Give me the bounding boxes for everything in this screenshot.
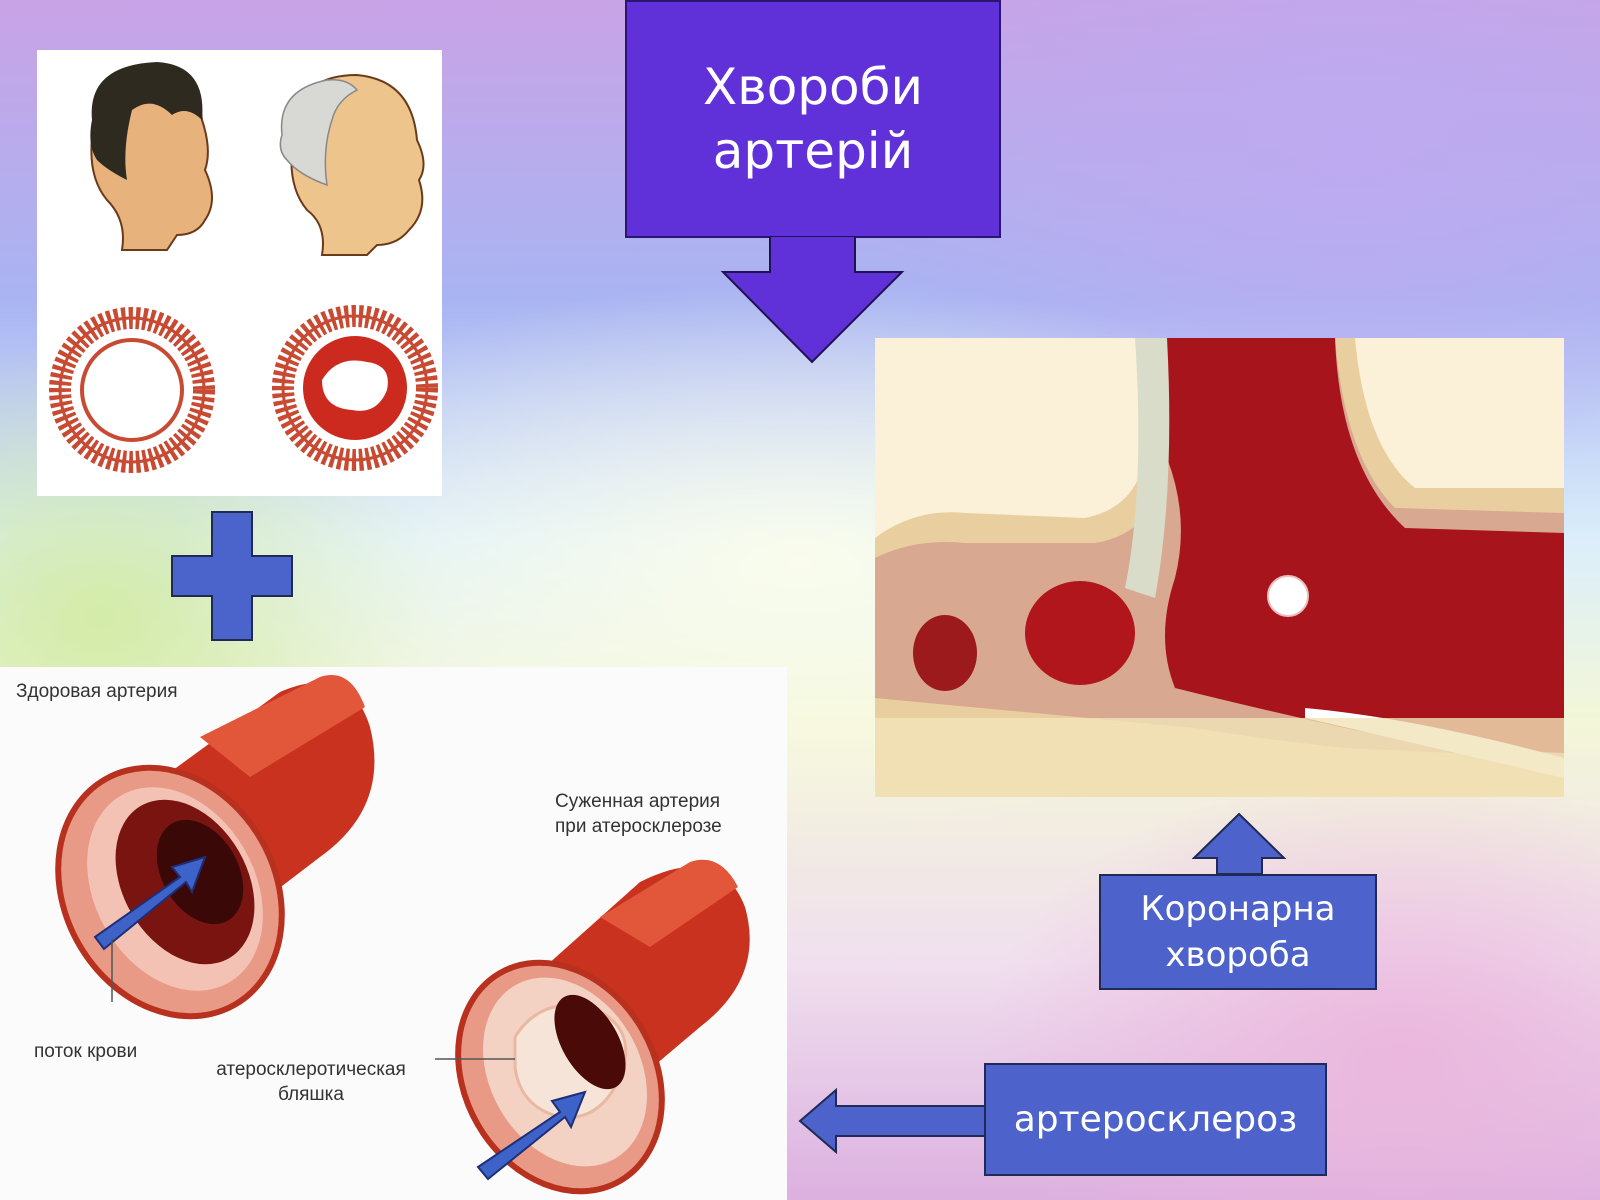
healthy-artery-section-icon [49,307,215,473]
coronary-histology-svg [875,338,1564,797]
aging-illustration-svg [49,62,438,473]
narrowed-artery-label-line-2: при атеросклерозе [555,816,722,837]
atherosclerosis-box: артеросклероз [984,1063,1327,1176]
healthy-artery-label: Здоровая артерия [16,681,178,702]
young-head-icon [90,62,213,251]
up-arrow-icon [1192,812,1287,875]
left-arrow-icon [798,1088,987,1154]
coronary-line-2: хвороба [1165,935,1311,975]
narrowed-artery-icon [455,859,750,1195]
narrowed-artery-section-icon [272,305,438,471]
narrowed-artery-label: Суженная артерия при атеросклерозе [555,789,722,839]
coronary-line-1: Коронарна [1140,889,1336,929]
plaque-label-line-1: атеросклеротическая [216,1059,406,1080]
artery-diagram: Здоровая артерия Суженная артерия при ат… [0,667,787,1200]
plaque-label-line-2: бляшка [278,1084,344,1105]
plaque-label: атеросклеротическая бляшка [195,1057,427,1107]
artery-diagram-svg [55,675,750,1195]
plus-icon [171,511,293,641]
coronary-histology-image [875,338,1564,797]
title-line-1: Хвороби [703,58,923,116]
old-head-icon [279,73,425,256]
blood-flow-label: поток крови [34,1041,138,1062]
healthy-artery-icon [55,675,375,1020]
coronary-disease-box: Коронарна хвороба [1099,874,1377,990]
aging-illustration [37,50,442,496]
title-box: Хвороби артерій [625,0,1001,238]
down-arrow-icon [720,236,905,364]
atherosclerosis-label: артеросклероз [1013,1099,1298,1140]
narrowed-artery-label-line-1: Суженная артерия [555,791,721,812]
title-line-2: артерій [712,122,914,180]
